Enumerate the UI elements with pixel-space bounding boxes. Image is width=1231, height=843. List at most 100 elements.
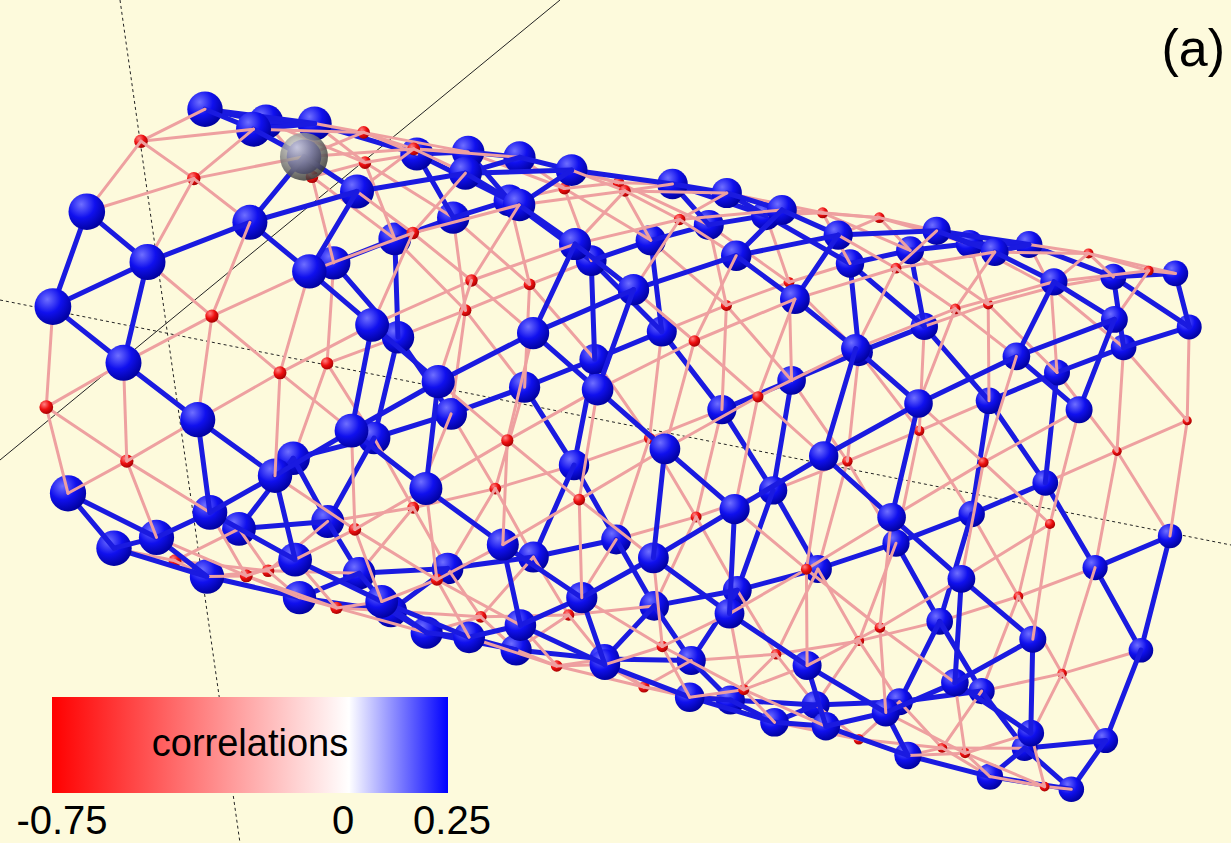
bond	[680, 210, 782, 220]
bond	[572, 170, 625, 191]
bond	[892, 462, 984, 517]
site-sphere	[69, 193, 106, 230]
site-sphere	[978, 457, 988, 467]
bond	[972, 514, 1019, 597]
colorbar-title: correlations	[152, 724, 348, 762]
site-sphere	[321, 357, 333, 369]
bond	[1018, 597, 1062, 674]
bond	[722, 305, 727, 409]
bond	[880, 517, 892, 627]
bond	[838, 235, 896, 268]
bond	[896, 252, 995, 268]
site-sphere	[720, 494, 750, 524]
bond	[838, 231, 936, 235]
site-sphere	[409, 472, 442, 505]
site-sphere	[650, 433, 681, 464]
bond	[694, 256, 736, 341]
site-sphere	[180, 402, 215, 437]
site-sphere	[335, 414, 369, 448]
bond	[1062, 568, 1095, 674]
bond	[46, 407, 127, 461]
bond	[575, 220, 680, 245]
bond	[579, 390, 597, 500]
site-sphere	[274, 366, 287, 379]
bond	[465, 284, 529, 310]
reference-site	[280, 133, 328, 181]
bond	[730, 569, 807, 613]
bond	[650, 332, 662, 439]
bond	[1117, 451, 1170, 536]
bond	[899, 702, 942, 748]
bond	[653, 449, 665, 558]
bond	[1095, 568, 1141, 651]
site-sphere	[582, 374, 614, 406]
bond	[690, 690, 744, 698]
bond	[127, 461, 210, 512]
bond	[579, 500, 582, 598]
bond	[806, 517, 891, 569]
site-sphere	[422, 365, 455, 398]
bond	[806, 569, 880, 627]
bond	[1141, 536, 1170, 650]
bond	[892, 404, 919, 518]
bond	[1117, 421, 1187, 452]
bond	[983, 410, 1079, 463]
bond	[795, 268, 896, 299]
bond	[983, 462, 1050, 524]
site-sphere	[292, 254, 326, 288]
bond	[598, 341, 695, 390]
bond	[616, 438, 649, 539]
bond	[1170, 421, 1187, 536]
bond	[1051, 288, 1057, 373]
bond	[625, 191, 727, 193]
site-sphere	[501, 434, 513, 446]
bond	[730, 509, 735, 613]
bond	[665, 341, 695, 449]
bond	[694, 341, 758, 397]
site-sphere	[573, 494, 585, 506]
site-sphere	[130, 244, 166, 280]
bond	[990, 777, 1071, 790]
bond	[665, 397, 758, 449]
bond	[880, 579, 962, 628]
bond	[1117, 347, 1124, 451]
site-sphere	[1045, 519, 1055, 529]
bond	[141, 141, 194, 178]
bond	[1089, 253, 1176, 273]
colorbar-tick: 0	[332, 800, 354, 840]
bond	[924, 304, 988, 326]
bond	[1095, 451, 1117, 567]
bond	[1045, 483, 1095, 568]
bond	[961, 579, 1032, 640]
site-sphere	[948, 565, 976, 593]
bond	[806, 456, 823, 569]
bond	[503, 440, 508, 544]
bond	[824, 404, 919, 457]
bond	[141, 129, 254, 141]
site-sphere	[355, 308, 389, 342]
bond	[955, 282, 1054, 309]
bond	[1079, 319, 1114, 409]
bond	[735, 456, 824, 509]
bond	[1187, 327, 1189, 421]
bond	[965, 753, 990, 776]
bond	[1089, 253, 1149, 270]
site-sphere	[106, 345, 142, 381]
bond	[507, 440, 579, 499]
bond	[880, 628, 955, 683]
bond	[726, 305, 791, 380]
bond	[382, 580, 437, 602]
bond	[355, 529, 382, 601]
bond	[605, 647, 662, 665]
panel-label: (a)	[1161, 22, 1225, 74]
site-sphere	[809, 441, 838, 470]
bond	[880, 628, 886, 713]
bond	[961, 462, 983, 578]
site-sphere	[752, 391, 763, 402]
bond	[987, 304, 991, 400]
bond	[413, 233, 472, 281]
bond	[364, 132, 414, 149]
site-sphere	[801, 564, 812, 575]
